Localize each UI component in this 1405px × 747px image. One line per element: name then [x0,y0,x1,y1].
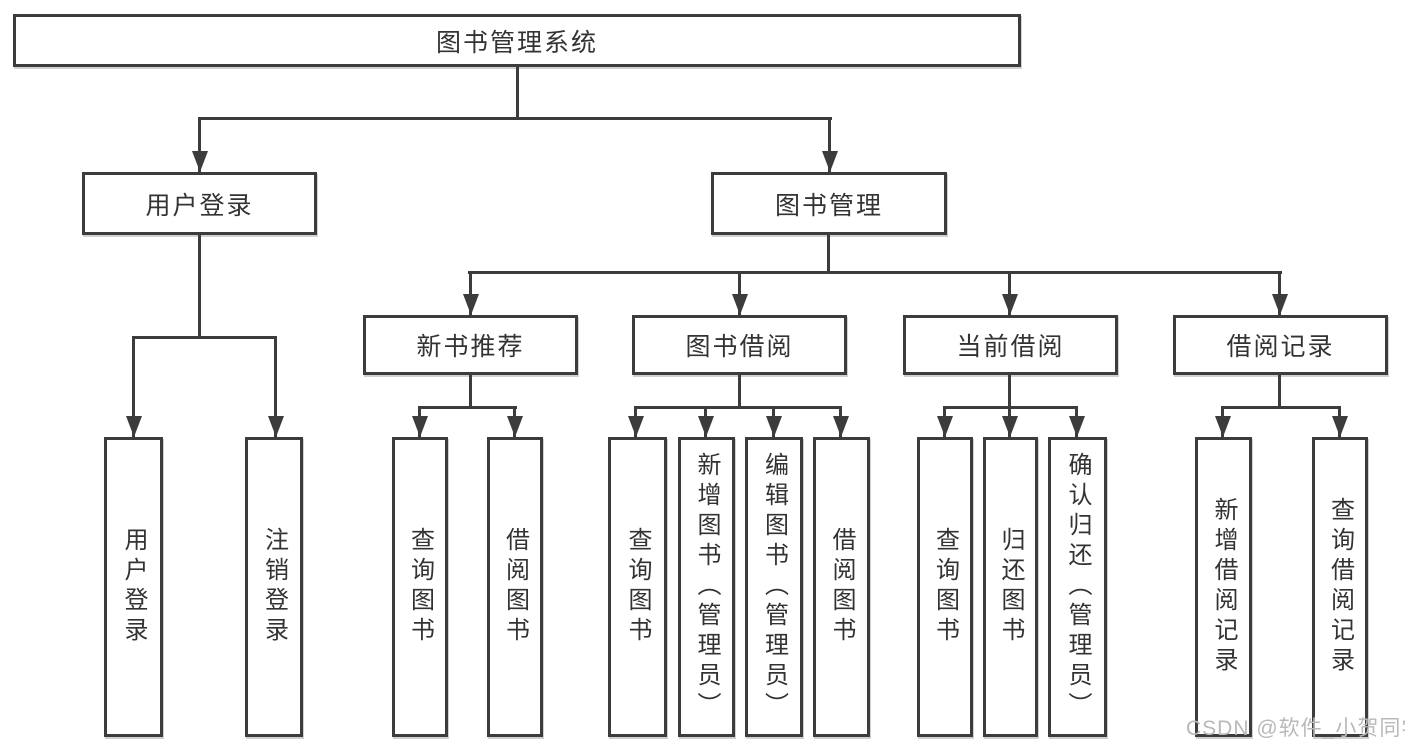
leaf-borrow-book-recommend: 借阅图书 [487,437,543,737]
connector-arrow-down [469,271,472,315]
connector-arrow-down [274,336,277,437]
leaf-return-book: 归还图书 [983,437,1038,737]
connector-line [516,67,519,120]
connector-arrow-down [418,406,421,437]
node-library-system: 图书管理系统 [13,14,1021,67]
connector-line [634,406,842,409]
leaf-add-borrow-record: 新增借阅记录 [1195,437,1252,737]
connector-arrow-down [1008,271,1011,315]
node-book-management: 图书管理 [711,172,947,235]
connector-arrow-down [634,406,637,437]
connector-arrow-down [132,336,135,437]
leaf-query-book-recommend: 查询图书 [392,437,448,737]
connector-arrow-down [828,117,831,172]
leaf-edit-book-admin: 编辑图书（管理员） [745,437,803,737]
connector-arrow-down [704,406,707,437]
leaf-query-borrow-record: 查询借阅记录 [1312,437,1368,737]
node-user-login: 用户登录 [82,172,317,235]
connector-line [468,271,1282,274]
connector-arrow-down [1075,406,1078,437]
connector-arrow-down [198,117,201,172]
connector-arrow-down [1221,406,1224,437]
leaf-add-book-admin: 新增图书（管理员） [678,437,735,737]
connector-line [1221,406,1341,409]
node-new-book-recommend: 新书推荐 [363,315,578,375]
connector-line [827,235,830,274]
connector-line [198,235,201,339]
connector-line [418,406,517,409]
connector-arrow-down [943,406,946,437]
connector-line [198,117,832,120]
watermark: CSDN @软件_小贺同学 [1186,717,1405,740]
connector-arrow-down [839,406,842,437]
leaf-query-book-current: 查询图书 [917,437,973,737]
connector-arrow-down [1008,406,1011,437]
connector-line [1278,375,1281,409]
node-book-borrow: 图书借阅 [632,315,847,375]
connector-line [469,375,472,409]
connector-arrow-down [1338,406,1341,437]
node-borrow-record: 借阅记录 [1173,315,1388,375]
leaf-borrow-book: 借阅图书 [813,437,870,737]
connector-line [738,375,741,409]
connector-arrow-down [513,406,516,437]
leaf-query-book-borrow: 查询图书 [608,437,667,737]
connector-arrow-down [772,406,775,437]
connector-line [132,336,277,339]
node-current-borrow: 当前借阅 [903,315,1118,375]
connector-line [1008,375,1011,409]
leaf-logout-login: 注销登录 [245,437,303,737]
connector-arrow-down [738,271,741,315]
leaf-user-login: 用户登录 [104,437,163,737]
leaf-confirm-return-admin: 确认归还（管理员） [1048,437,1107,737]
connector-arrow-down [1278,271,1281,315]
